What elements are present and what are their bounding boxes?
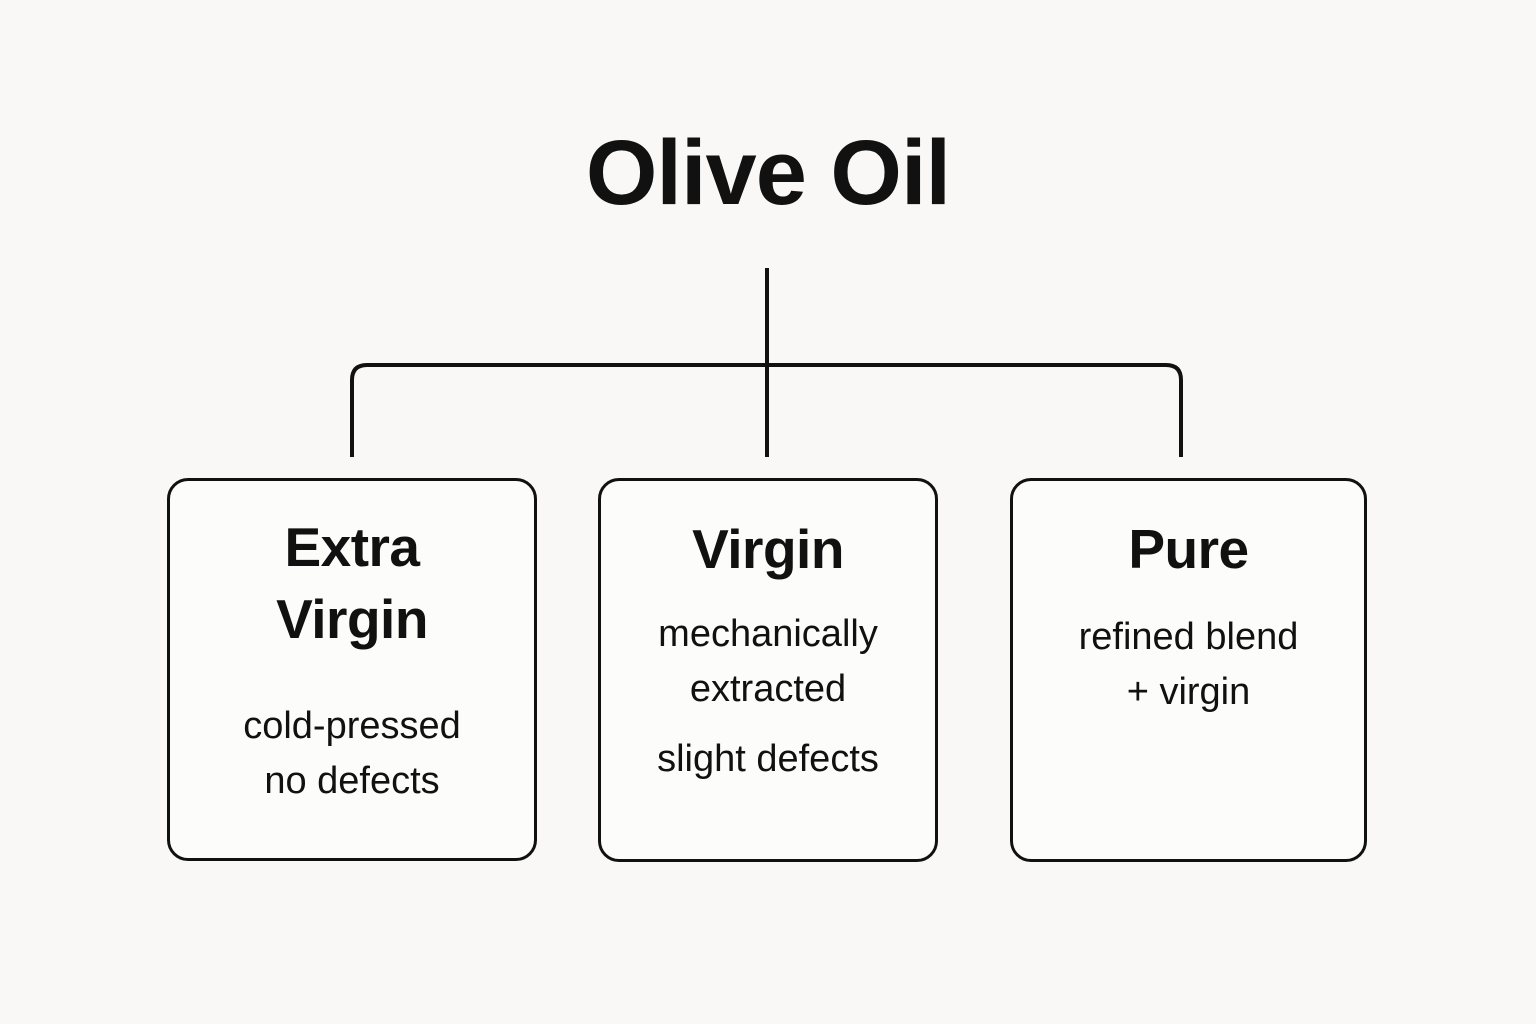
node-extra-virgin-description: cold-pressed no defects bbox=[243, 705, 461, 802]
node-pure-heading: Pure bbox=[1128, 518, 1249, 580]
node-virgin-description-primary: mechanically extracted bbox=[658, 613, 878, 710]
page-title: Olive Oil bbox=[585, 122, 951, 224]
node-pure[interactable]: Pure refined blend + virgin bbox=[1010, 478, 1367, 862]
node-extra-virgin[interactable]: Extra Virgin cold-pressed no defects bbox=[167, 478, 537, 861]
node-virgin-heading: Virgin bbox=[692, 518, 844, 580]
node-virgin[interactable]: Virgin mechanically extracted slight def… bbox=[598, 478, 938, 862]
node-virgin-description-secondary: slight defects bbox=[657, 738, 879, 780]
node-pure-description: refined blend + virgin bbox=[1078, 616, 1299, 713]
connector-bus-with-elbows bbox=[350, 363, 1183, 457]
node-extra-virgin-heading: Extra Virgin bbox=[276, 516, 428, 650]
